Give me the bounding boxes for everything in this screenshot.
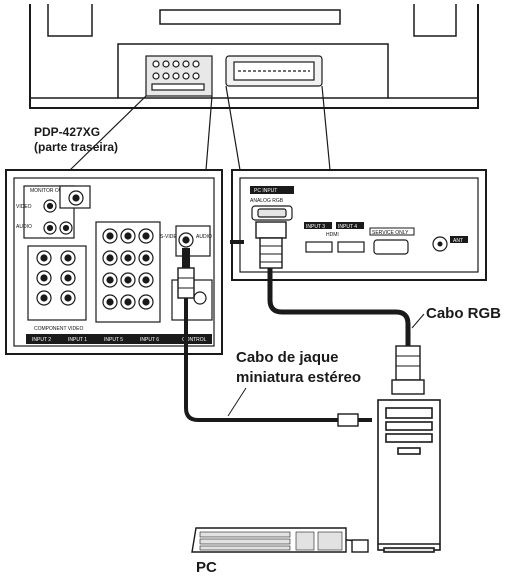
input2-label: INPUT 2 [32,337,51,343]
pc-input-label: PC INPUT [254,188,277,194]
input3-label: INPUT 3 [306,224,325,230]
pc-tower [378,400,440,552]
ant-label: ANT [453,238,463,244]
tv-left-terminal-block [146,56,212,96]
service-only-label: SERVICE ONLY [372,230,409,236]
keyboard-plug [352,540,368,552]
video-label: VIDEO [16,204,32,210]
rgb-cable-label: Cabo RGB [426,305,501,322]
input1-label: INPUT 1 [68,337,87,343]
input6-label: INPUT 6 [140,337,159,343]
hdmi-port-3 [306,242,332,252]
hdmi-label: HDMI [326,232,339,238]
input5-label: INPUT 5 [104,337,123,343]
jack-cable-label-line2: miniatura estéreo [236,369,361,386]
model-sub-label: (parte traseira) [34,140,118,154]
keyboard [192,528,346,552]
input4-label: INPUT 4 [338,224,357,230]
hdmi-port-4 [338,242,364,252]
analog-rgb-label: ANALOG RGB [250,198,284,204]
pc-label: PC [196,559,217,576]
jack-cable-label-line1: Cabo de jaque [236,349,339,366]
service-port [374,240,408,254]
audio-label: AUDIO [16,224,32,230]
pc-audio-label: AUDIO [196,234,212,240]
component-video-label: COMPONENT VIDEO [34,326,83,332]
tv-right-terminal-block [226,56,322,86]
model-label: PDP-427XG [34,125,100,139]
